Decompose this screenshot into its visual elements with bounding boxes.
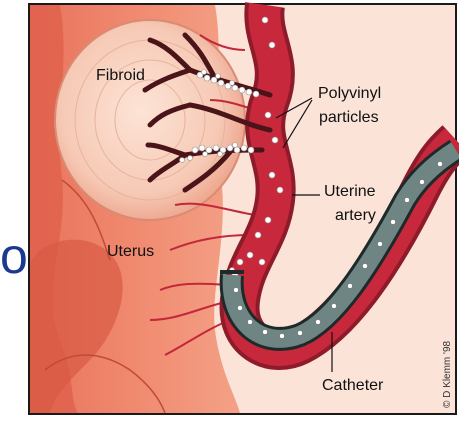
artist-credit: © D Klemm '98 [442, 340, 453, 408]
fibroid-label: Fibroid [96, 67, 145, 84]
fibroid-mass [55, 20, 245, 220]
catheter-label: Catheter [322, 377, 384, 394]
uterine-artery-label-line2: artery [335, 207, 376, 224]
uterus-label: Uterus [107, 243, 154, 260]
polyvinyl-particles-label-line2: particles [319, 109, 379, 126]
polyvinyl-particles-label-line1: Polyvinyl [318, 85, 381, 102]
uterine-artery-label-line1: Uterine [324, 183, 376, 200]
